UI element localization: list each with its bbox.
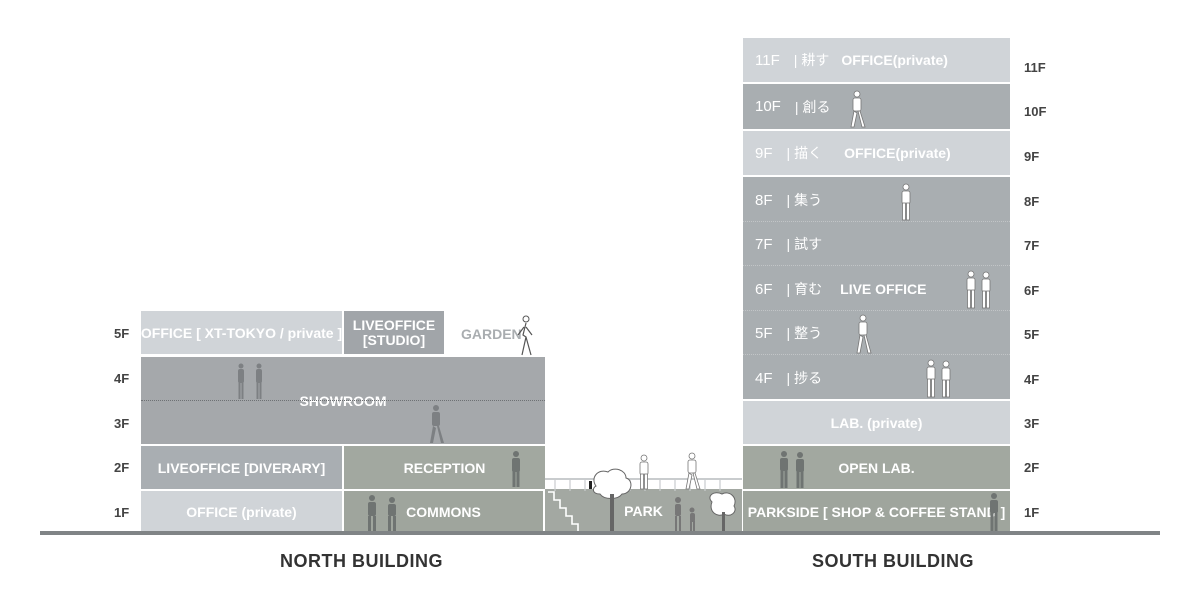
south-5f-num: 5F: [755, 324, 773, 342]
south-9f: 9F | 描く OFFICE(private): [743, 131, 1010, 175]
person-standing-icon: [901, 183, 911, 221]
people-standing-icon: [238, 363, 262, 399]
floor-line: [743, 310, 1010, 311]
people-standing-icon: [926, 359, 951, 398]
south-building-title: SOUTH BUILDING: [812, 551, 974, 571]
floor-divider: |: [786, 281, 791, 297]
commons: COMMONS: [344, 491, 543, 532]
person-standing-icon: [512, 451, 520, 487]
person-walking-icon: [856, 314, 872, 354]
south-10f: 10F | 創る: [743, 84, 1010, 129]
south-floor-1f: 1F: [1024, 505, 1040, 520]
south-9f-label: OFFICE(private): [844, 145, 951, 161]
family-tree-icon: [675, 492, 736, 532]
floor-divider: |: [786, 192, 791, 208]
floor-divider: |: [786, 145, 791, 161]
floor-line: [743, 265, 1010, 266]
south-7f: 7F | 試す: [743, 223, 1010, 265]
open-lab-label: OPEN LAB.: [838, 459, 915, 476]
floor-divider: |: [786, 370, 791, 386]
south-8f-jp: 集う: [794, 192, 823, 208]
south-5f-jp: 整う: [794, 325, 823, 341]
floor-divider: |: [786, 325, 791, 341]
office-xt-tokyo-label: OFFICE [ XT-TOKYO / private ]: [141, 324, 342, 341]
liveoffice-studio: LIVEOFFICE [STUDIO]: [344, 311, 444, 354]
south-8f: 8F | 集う: [743, 179, 1010, 221]
office-xt-tokyo: OFFICE [ XT-TOKYO / private ]: [141, 311, 342, 354]
park-label: PARK: [624, 502, 663, 519]
south-4f: 4F | 捗る: [743, 357, 1010, 399]
north-floor-4f: 4F: [114, 371, 130, 386]
ground-line: [40, 531, 1160, 535]
south-6f: 6F | 育む LIVE OFFICE: [743, 268, 1010, 310]
person-walking-icon: [850, 90, 866, 128]
south-11f: 11F | 耕す OFFICE(private): [743, 38, 1010, 82]
north-floor-3f: 3F: [114, 416, 130, 431]
south-11f-num: 11F: [755, 51, 780, 69]
liveoffice-diverary-label: LIVEOFFICE [DIVERARY]: [157, 459, 326, 476]
tree-icon: [592, 468, 632, 532]
south-9f-num: 9F: [755, 144, 773, 162]
lab-private: LAB. (private): [743, 401, 1010, 444]
south-9f-jp: 描く: [794, 145, 823, 161]
person-standing-icon: [639, 454, 649, 490]
south-floor-7f: 7F: [1024, 238, 1040, 253]
south-floor-6f: 6F: [1024, 283, 1040, 298]
showroom-floor-line: [141, 400, 545, 401]
lab-private-label: LAB. (private): [830, 414, 923, 431]
office-private-north-label: OFFICE (private): [186, 503, 297, 520]
floor-line: [743, 221, 1010, 222]
north-floor-5f: 5F: [114, 326, 130, 341]
commons-label: COMMONS: [406, 503, 481, 520]
floor-divider: |: [793, 52, 798, 68]
south-10f-jp: 創る: [802, 98, 831, 115]
south-4f-num: 4F: [755, 369, 773, 387]
people-standing-icon: [966, 270, 991, 309]
south-floor-3f: 3F: [1024, 416, 1040, 431]
liveoffice-diverary: LIVEOFFICE [DIVERARY]: [141, 446, 342, 489]
south-floor-11f: 11F: [1024, 60, 1046, 75]
south-11f-jp: 耕す: [801, 52, 830, 68]
north-building-title: NORTH BUILDING: [280, 551, 443, 571]
south-floor-8f: 8F: [1024, 194, 1040, 209]
south-7f-num: 7F: [755, 235, 773, 253]
person-walking-icon: [517, 315, 533, 356]
live-office-floors: [743, 177, 1010, 399]
north-floor-2f: 2F: [114, 460, 130, 475]
north-floor-1f: 1F: [114, 505, 130, 520]
south-floor-9f: 9F: [1024, 149, 1040, 164]
reception-label: RECEPTION: [403, 459, 486, 476]
reception: RECEPTION: [344, 446, 545, 489]
people-sitting-icon: [368, 495, 396, 531]
south-8f-num: 8F: [755, 191, 773, 209]
person-standing-icon: [990, 493, 998, 531]
floor-divider: |: [794, 98, 799, 115]
floor-line: [743, 354, 1010, 355]
south-11f-label: OFFICE(private): [841, 52, 948, 68]
garden-label: GARDEN: [461, 326, 522, 342]
south-floor-4f: 4F: [1024, 372, 1040, 387]
office-private-north: OFFICE (private): [141, 491, 342, 532]
person-walking-icon: [430, 405, 444, 443]
south-6f-num: 6F: [755, 280, 773, 298]
stairs-icon: [548, 491, 579, 532]
parkside-shop: PARKSIDE [ SHOP & COFFEE STAND ]: [743, 491, 1010, 532]
person-walking-icon: [685, 452, 701, 490]
south-floor-5f: 5F: [1024, 327, 1040, 342]
liveoffice-studio-line1: LIVEOFFICE: [352, 316, 436, 333]
south-7f-jp: 試す: [794, 236, 823, 252]
south-6f-jp: 育む: [794, 281, 823, 297]
south-4f-jp: 捗る: [794, 370, 823, 386]
south-6f-label: LIVE OFFICE: [840, 281, 927, 297]
south-10f-num: 10F: [755, 98, 781, 115]
south-floor-10f: 10F: [1024, 104, 1047, 119]
south-floor-2f: 2F: [1024, 460, 1040, 475]
parkside-shop-label: PARKSIDE [ SHOP & COFFEE STAND ]: [747, 503, 1006, 520]
south-5f: 5F | 整う: [743, 312, 1010, 354]
floor-divider: |: [786, 236, 791, 252]
liveoffice-studio-line2: [STUDIO]: [362, 331, 426, 348]
people-standing-icon: [780, 451, 804, 488]
